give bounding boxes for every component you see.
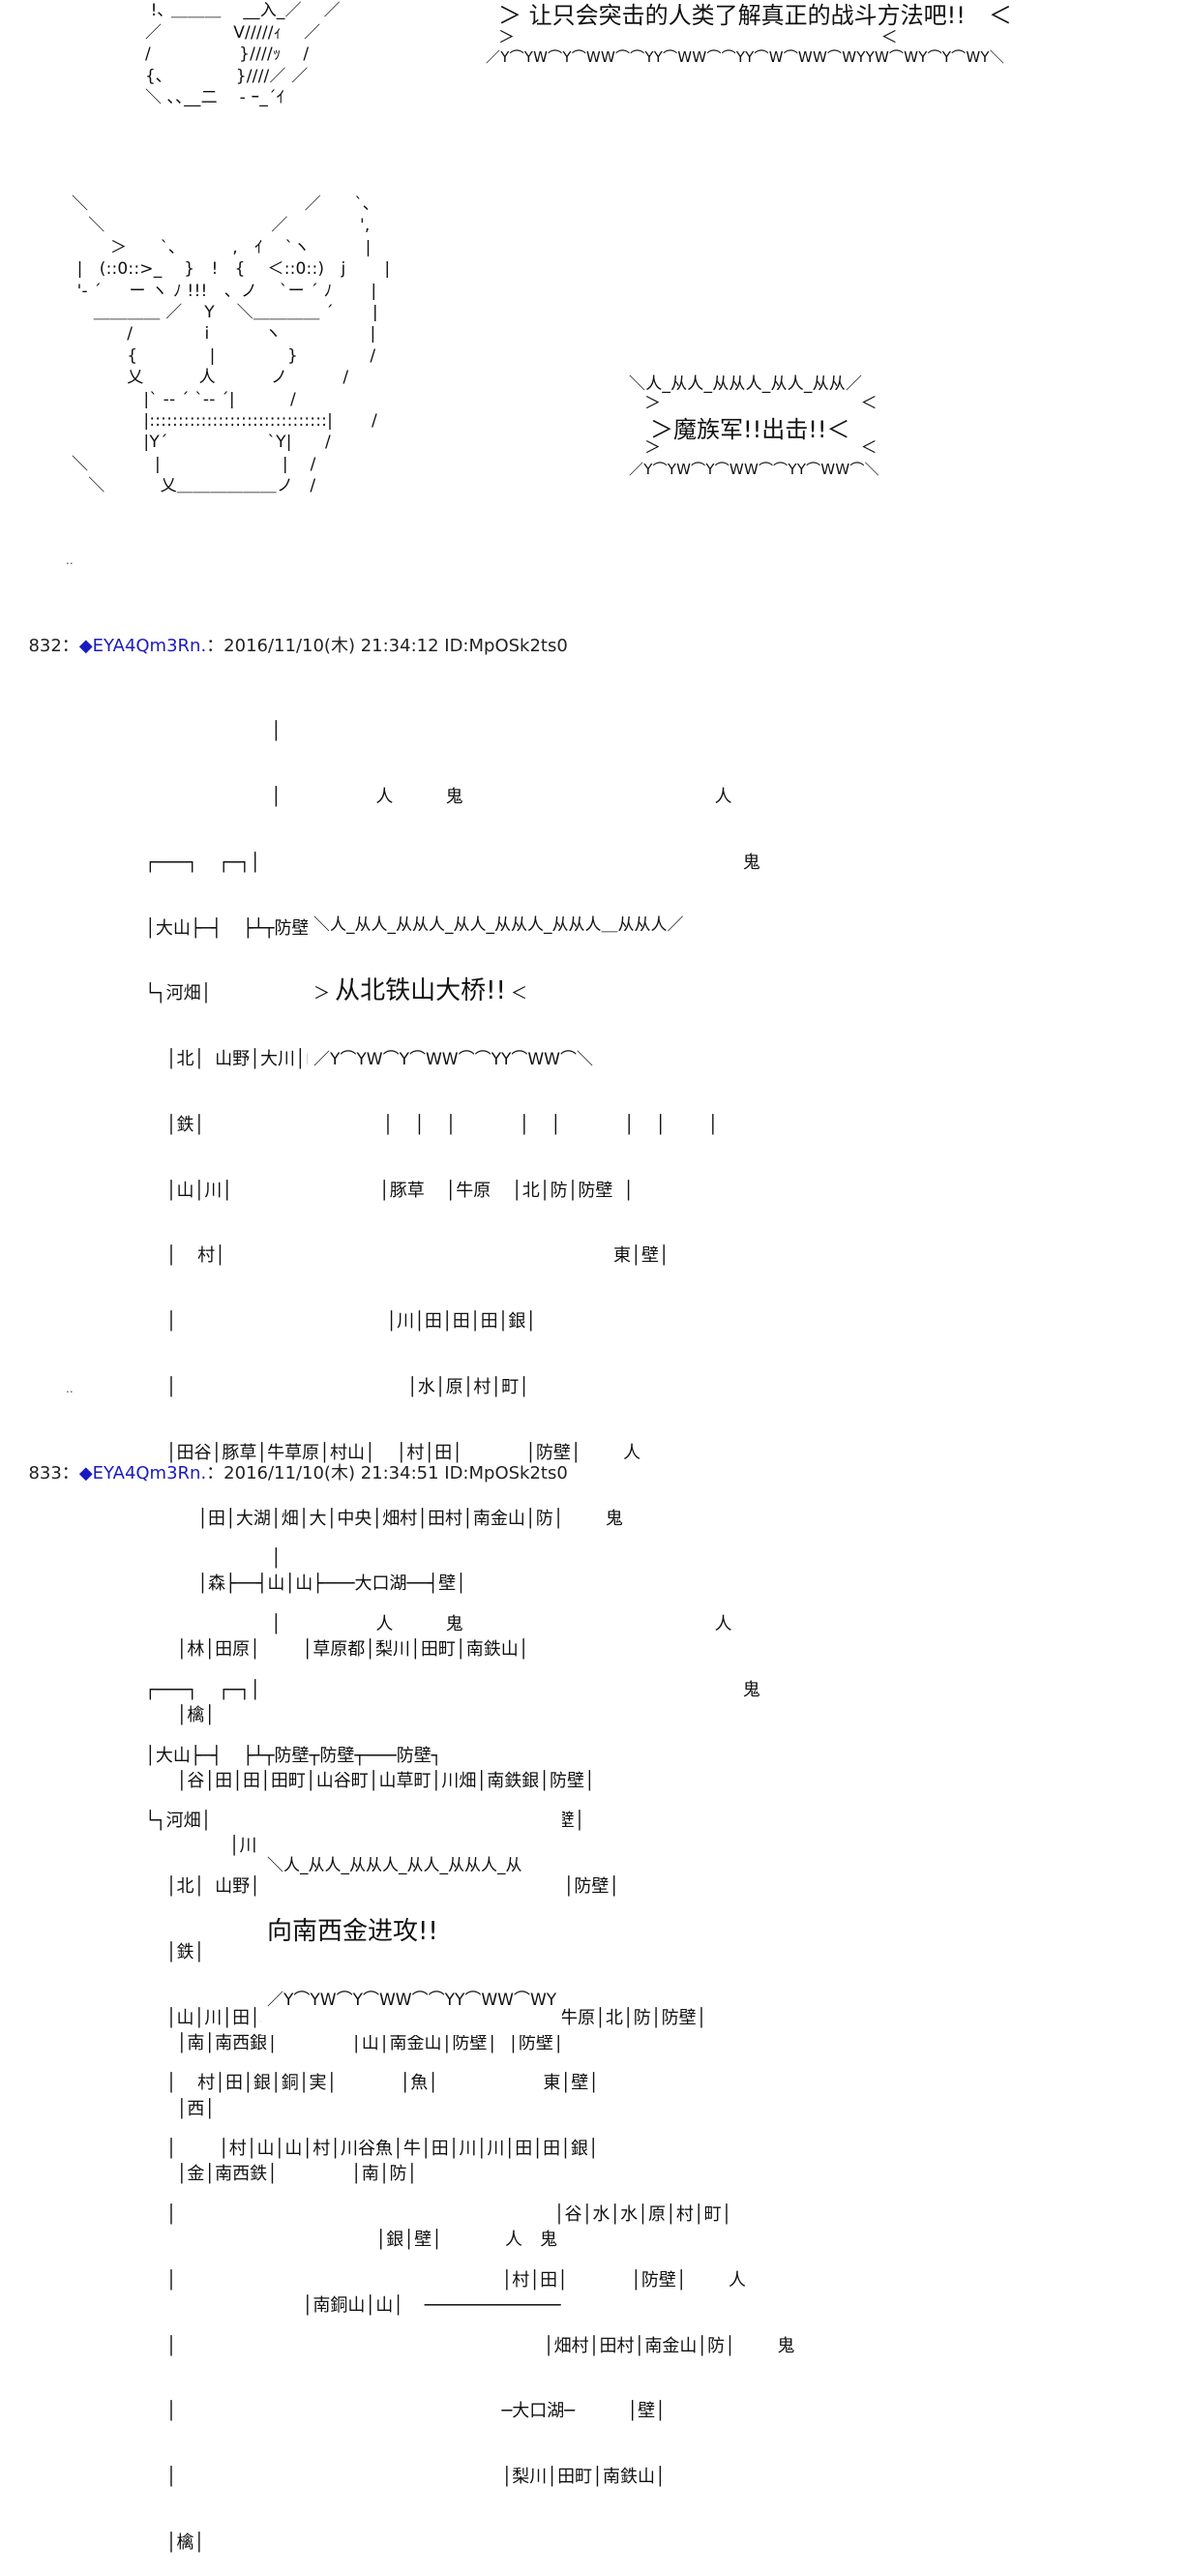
- march-banner-edge-1: ＞ ＜: [644, 394, 878, 413]
- map-row: │ 村│ 東│壁│: [145, 1245, 670, 1267]
- banner-bottom-edge: ／Y⌒YW⌒Y⌒WW⌒⌒YY⌒WW⌒＼: [313, 1049, 593, 1069]
- banner-bottom-edge: ／Y⌒YW⌒Y⌒WW⌒⌒YY⌒WW⌒WY: [267, 1990, 557, 2010]
- map-row: │ │水│原│村│町│: [145, 1377, 530, 1397]
- map-row: │ │村│山│山│村│川谷魚│牛│田│川│川│田│田│銀│: [145, 2139, 599, 2160]
- banner-top-edge: ＼人_从人_从从人_从人_从从人_从: [267, 1856, 522, 1876]
- map-row: │ │村│田│ │防壁│ 人: [145, 2269, 747, 2291]
- map-row: │山│川│ │豚草 │牛原 │北│防│防壁 │: [145, 1180, 635, 1201]
- map-row: ┌───┐ ┌─┐│ 鬼: [145, 852, 760, 873]
- map-row: │: [145, 721, 282, 742]
- separator-dots: ..: [66, 1382, 74, 1395]
- poster-name[interactable]: ◆EYA4Qm3Rn.: [78, 636, 207, 656]
- map-row: │: [145, 1548, 282, 1570]
- speech-line-2: ＞ ＜: [498, 28, 898, 47]
- banner-top-edge: ＼人_从人_从从人_从人_从从人_从从人＿从从人／: [313, 915, 684, 936]
- map-row: │ │川│田│田│田│銀│: [145, 1311, 537, 1333]
- march-banner-bottom: ／Y⌒YW⌒Y⌒WW⌒⌒YY⌒WW⌒＼: [629, 461, 879, 478]
- map-row: │谷│田│田│田町│山谷町│山草町│川畑│南鉄銀│防壁│: [145, 1770, 595, 1791]
- map-row: │ 村│田│銀│銅│実│ │魚│ 東│壁│: [145, 2073, 600, 2094]
- map-row: │ │谷│水│水│原│村│町│: [145, 2204, 732, 2225]
- speech-line-3: ／Y⌒YW⌒Y⌒WW⌒⌒YY⌒WW⌒⌒YY⌒W⌒WW⌒WYYW⌒WY⌒Y⌒WY＼: [486, 48, 1004, 66]
- post-number[interactable]: 833：: [28, 1463, 79, 1483]
- map-row: ┌───┐ ┌─┐│ 鬼: [145, 1679, 760, 1700]
- banner-right-edge: ＜: [511, 983, 528, 1003]
- map-row: │林│田原│ │草原都│梨川│田町│南鉄山│: [145, 1639, 529, 1661]
- map-row: │田│大湖│畑│大│中央│畑村│田村│南金山│防│ 鬼: [145, 1508, 623, 1529]
- ascii-map-833: │ │ 人 鬼 人 ┌───┐ ┌─┐│ 鬼 │大山├─┤ ├┴┬防壁┬防壁┬─…: [145, 1505, 997, 2576]
- post-header: 833：◆EYA4Qm3Rn.：2016/11/10(木) 21:34:51 I…: [17, 1439, 568, 1484]
- banner-text: 向南西金进攻!!: [267, 1916, 438, 1946]
- map-row: │檎│: [145, 2531, 205, 2553]
- map-row: │ ─大口湖─ │壁│: [145, 2401, 666, 2422]
- post-meta: ：2016/11/10(木) 21:34:51 ID:MpOSk2ts0: [206, 1463, 568, 1483]
- post-header: 832：◆EYA4Qm3Rn.：2016/11/10(木) 21:34:12 I…: [17, 612, 568, 657]
- map-row: │鉄│ │ │ │ │ │ │ │ │: [145, 1114, 719, 1135]
- banner-left-edge: ＞: [313, 983, 330, 1003]
- march-banner-top: ＼人_从人_从从人_从人_从从／: [629, 374, 863, 394]
- map-row: │ │畑村│田村│南金山│防│ 鬼: [145, 2335, 795, 2356]
- attack-banner-833: ＼人_从人_从从人_从人_从从人_从 向南西金进攻!! ／Y⌒YW⌒Y⌒WW⌒⌒…: [261, 1810, 563, 2035]
- post-number[interactable]: 832：: [28, 636, 79, 656]
- map-row: │田谷│豚草│牛草原│村山│ │村│田│ │防壁│ 人: [145, 1442, 641, 1463]
- separator-dots: ..: [66, 554, 74, 567]
- map-row: │ 人 鬼 人: [145, 786, 732, 807]
- map-row: │森├──┤山│山├───大口湖──┤壁│: [145, 1573, 466, 1595]
- banner-text: 从北铁山大桥!!: [335, 975, 506, 1005]
- march-banner-edge-2: ＞ ＜: [644, 438, 878, 458]
- map-row: │ 人 鬼 人: [145, 1613, 732, 1634]
- demon-face-art: ＼ ／ `､ ＼ ／ ', ＞ `､ , ｲ `ヽ | | (::0::>_ }…: [72, 195, 391, 496]
- map-row: │ │梨川│田町│南鉄山│: [145, 2467, 666, 2488]
- map-row: │檎│: [145, 1704, 216, 1725]
- poster-name[interactable]: ◆EYA4Qm3Rn.: [78, 1463, 207, 1483]
- speech-line-1: ＞ 让只会突击的人类了解真正的战斗方法吧!! ＜: [498, 2, 1012, 29]
- map-row: │大山├─┤ ├┴┬防壁┬防壁┬───防壁┐: [145, 1745, 442, 1766]
- figure-top-art: !､ ＿＿＿ __入_／ ／ ／ V/////ｨ ／ / }////ｯ / {､…: [145, 1, 341, 108]
- march-banner-text: ＞魔族军!!出击!!＜: [650, 416, 850, 443]
- post-meta: ：2016/11/10(木) 21:34:12 ID:MpOSk2ts0: [206, 636, 568, 656]
- attack-banner-832: ＼人_从人_从从人_从人_从从人_从从人＿从从人／ ＞ 从北铁山大桥!! ＜ ／…: [308, 869, 690, 1094]
